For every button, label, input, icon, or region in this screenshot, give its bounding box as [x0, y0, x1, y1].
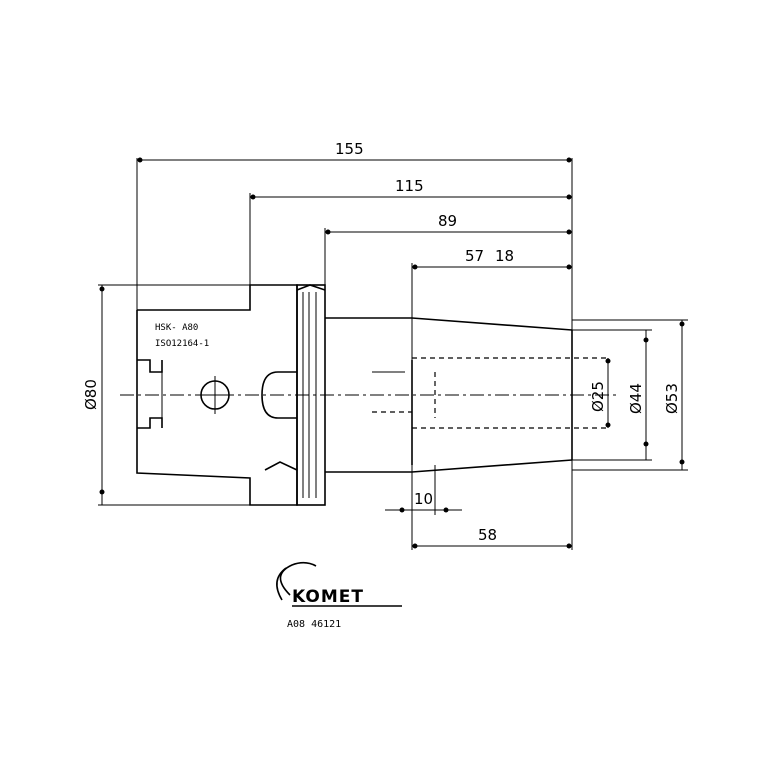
dim-155-label: 155 — [335, 140, 364, 158]
coolant-tube — [261, 371, 297, 419]
body-label-norm: ISO12164-1 — [155, 339, 209, 349]
dimension-57: 57 18 — [411, 247, 572, 360]
dim-d80-label: Ø80 — [82, 379, 100, 410]
dimension-d25: Ø25 — [589, 358, 611, 428]
dim-d44-label: Ø44 — [627, 383, 645, 414]
dim-d53-label: Ø53 — [663, 383, 681, 414]
dim-10-label: 10 — [414, 490, 433, 508]
dim-57-tolerance: 18 — [495, 247, 514, 265]
dim-115-label: 115 — [395, 177, 424, 195]
dimension-d80: Ø80 — [82, 284, 250, 506]
dimension-89: 89 — [324, 212, 572, 285]
dimension-115: 115 — [249, 177, 572, 285]
dim-58-label: 58 — [478, 526, 497, 544]
body-label-standard: HSK- A80 — [155, 323, 198, 333]
dim-57-label: 57 — [465, 247, 484, 265]
dimension-d53: Ø53 — [572, 319, 688, 471]
komet-logo: KOMET — [276, 561, 402, 607]
dimension-155: 155 — [136, 140, 573, 330]
internal-bore — [372, 357, 610, 429]
coolant-hole-icon — [196, 376, 234, 414]
dim-89-label: 89 — [438, 212, 457, 230]
dim-d25-label: Ø25 — [589, 381, 607, 412]
brand-name: KOMET — [292, 587, 364, 607]
dimension-10: 10 — [385, 465, 462, 550]
dimension-d44: Ø44 — [572, 329, 652, 461]
dimension-58: 58 — [412, 460, 573, 550]
article-number: A08 46121 — [287, 619, 341, 630]
flange-collar — [264, 284, 326, 506]
